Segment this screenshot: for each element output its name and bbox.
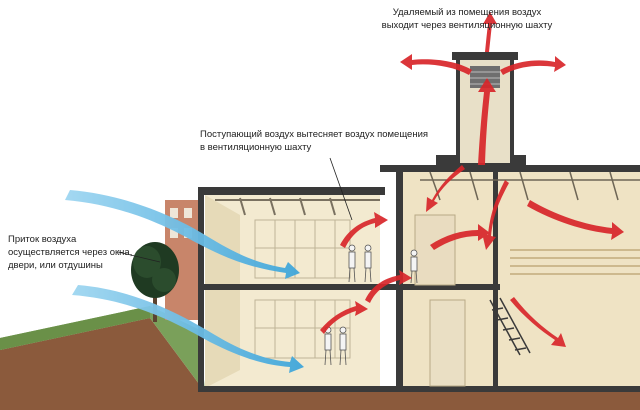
label-intake-line-1: Приток воздуха <box>8 234 77 245</box>
exhaust-arrow-room-upper <box>340 212 388 248</box>
supply-air-arrow-lower <box>72 285 304 373</box>
ground <box>0 306 640 410</box>
exhaust-arrow-top-right <box>500 56 566 75</box>
label-exhaust-line-1: Удаляемый из помещения воздух <box>392 7 542 18</box>
staircase <box>489 297 531 356</box>
exhaust-arrow-shaft <box>478 78 496 165</box>
people <box>324 244 418 366</box>
label-intake-line-3: двери, или отдушины <box>8 260 103 271</box>
tree <box>131 242 179 322</box>
label-displace-line-1: Поступающий воздух вытесняет воздух поме… <box>200 129 429 140</box>
label-air-intake: Приток воздуха осуществляется через окна… <box>8 233 132 272</box>
exhaust-arrow-upper-hall <box>426 165 465 212</box>
label-exhaust-line-2: выходит через вентиляционную шахту <box>381 20 553 31</box>
exhaust-arrow-partition <box>430 224 490 250</box>
supply-air-arrow-upper <box>65 190 300 279</box>
exhaust-air-flows <box>320 12 624 347</box>
label-intake-line-2: осуществляется через окна, <box>8 247 133 258</box>
exhaust-arrow-top-left <box>400 54 472 75</box>
exhaust-arrow-lower-room <box>320 301 368 334</box>
leader-lines <box>117 157 353 263</box>
exhaust-arrow-hall-lower <box>510 297 566 347</box>
building <box>198 155 640 392</box>
supply-air-flows <box>65 190 304 373</box>
exhaust-arrow-mid <box>365 270 412 303</box>
label-displace-line-2: в вентиляционную шахту <box>200 142 312 153</box>
exhaust-arrow-top-center <box>483 12 497 52</box>
label-exhaust-air: Удаляемый из помещения воздух выходит че… <box>342 6 592 32</box>
label-displacement: Поступающий воздух вытесняет воздух поме… <box>200 128 428 154</box>
exhaust-arrow-hall-right <box>527 200 624 240</box>
